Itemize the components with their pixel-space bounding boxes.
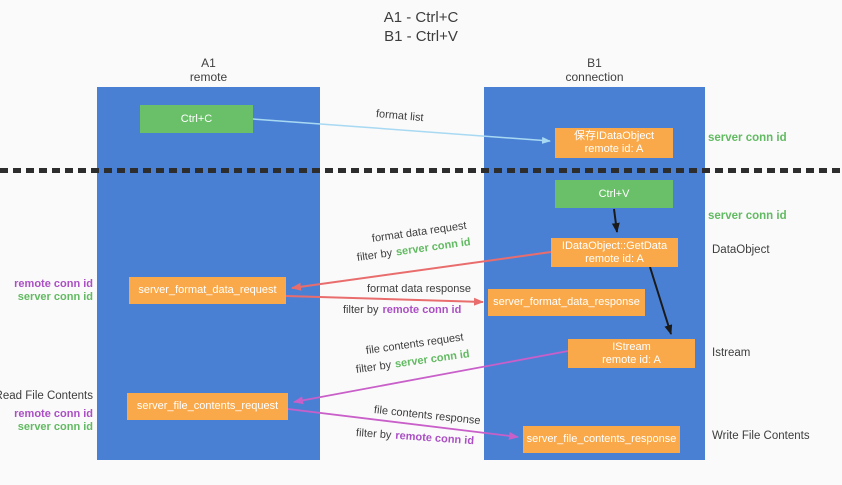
dataobject-annotation: DataObject: [712, 244, 770, 256]
istream-node: IStream remote id: A: [568, 339, 695, 368]
server-conn-id-annotation-2: server conn id: [17, 421, 93, 433]
filter-by-text: filter by: [343, 304, 379, 316]
server-file-contents-response-label: server_file_contents_response: [526, 433, 677, 445]
server-file-contents-response-node: server_file_contents_response: [523, 426, 680, 453]
filter-by-text: filter by: [356, 247, 393, 264]
write-file-contents-annotation: Write File Contents: [712, 430, 810, 442]
diagram-title: A1 - Ctrl+C B1 - Ctrl+V: [0, 8, 842, 46]
column-a1-role: remote: [189, 70, 228, 84]
save-idataobject-line2: remote id: A: [584, 143, 644, 155]
server-format-data-request-node: server_format_data_request: [129, 277, 286, 304]
idataobject-getdata-node: IDataObject::GetData remote id: A: [551, 238, 678, 267]
conn-id-annotation-group-1: remote conn id server conn id: [14, 278, 93, 304]
server-conn-id-annotation-top: server conn id: [708, 132, 787, 144]
save-idataobject-line1: 保存IDataObject: [573, 130, 655, 142]
istream-line2: remote id: A: [602, 353, 661, 366]
getdata-line2: remote id: A: [585, 252, 644, 265]
column-a1-name: A1: [201, 56, 216, 70]
format-data-response-label: format data response: [367, 283, 471, 295]
column-b1-name: B1: [587, 56, 602, 70]
getdata-line1: IDataObject::GetData: [561, 239, 668, 252]
server-file-contents-request-node: server_file_contents_request: [127, 393, 288, 420]
server-format-data-request-label: server_format_data_request: [138, 284, 277, 296]
title-line-1: A1 - Ctrl+C: [383, 9, 459, 26]
column-header-b1: B1 connection: [484, 56, 705, 84]
title-line-2: B1 - Ctrl+V: [384, 28, 458, 45]
ctrl-c-node: Ctrl+C: [140, 105, 253, 133]
filter-by-text: filter by: [355, 359, 392, 376]
remote-conn-id-annotation-2: remote conn id: [14, 408, 93, 420]
filter-by-text: filter by: [355, 427, 392, 442]
remote-conn-id-text: remote conn id: [394, 429, 475, 448]
file-contents-response-label: file contents response: [373, 404, 482, 428]
column-b1-role: connection: [565, 70, 624, 84]
format-list-label: format list: [375, 108, 425, 125]
save-idataobject-node: 保存IDataObject remote id: A: [555, 128, 673, 158]
ctrl-v-node: Ctrl+V: [555, 180, 673, 208]
remote-conn-id-text: remote conn id: [382, 304, 462, 316]
ctrl-c-label: Ctrl+C: [180, 112, 213, 125]
remote-conn-id-annotation-1: remote conn id: [14, 278, 93, 290]
server-conn-id-annotation-mid: server conn id: [708, 210, 787, 222]
conn-id-annotation-group-2: remote conn id server conn id: [14, 408, 93, 434]
server-format-data-response-node: server_format_data_response: [488, 289, 645, 316]
server-file-contents-request-label: server_file_contents_request: [136, 400, 279, 412]
istream-line1: IStream: [612, 340, 651, 353]
server-conn-id-annotation-1: server conn id: [17, 291, 93, 303]
section-divider-dotted-line: [0, 168, 842, 173]
istream-annotation: Istream: [712, 347, 751, 359]
column-header-a1: A1 remote: [97, 56, 320, 84]
read-file-contents-annotation: Read File Contents: [0, 390, 93, 402]
server-format-data-response-label: server_format_data_response: [493, 296, 640, 308]
ctrl-v-label: Ctrl+V: [598, 187, 630, 200]
